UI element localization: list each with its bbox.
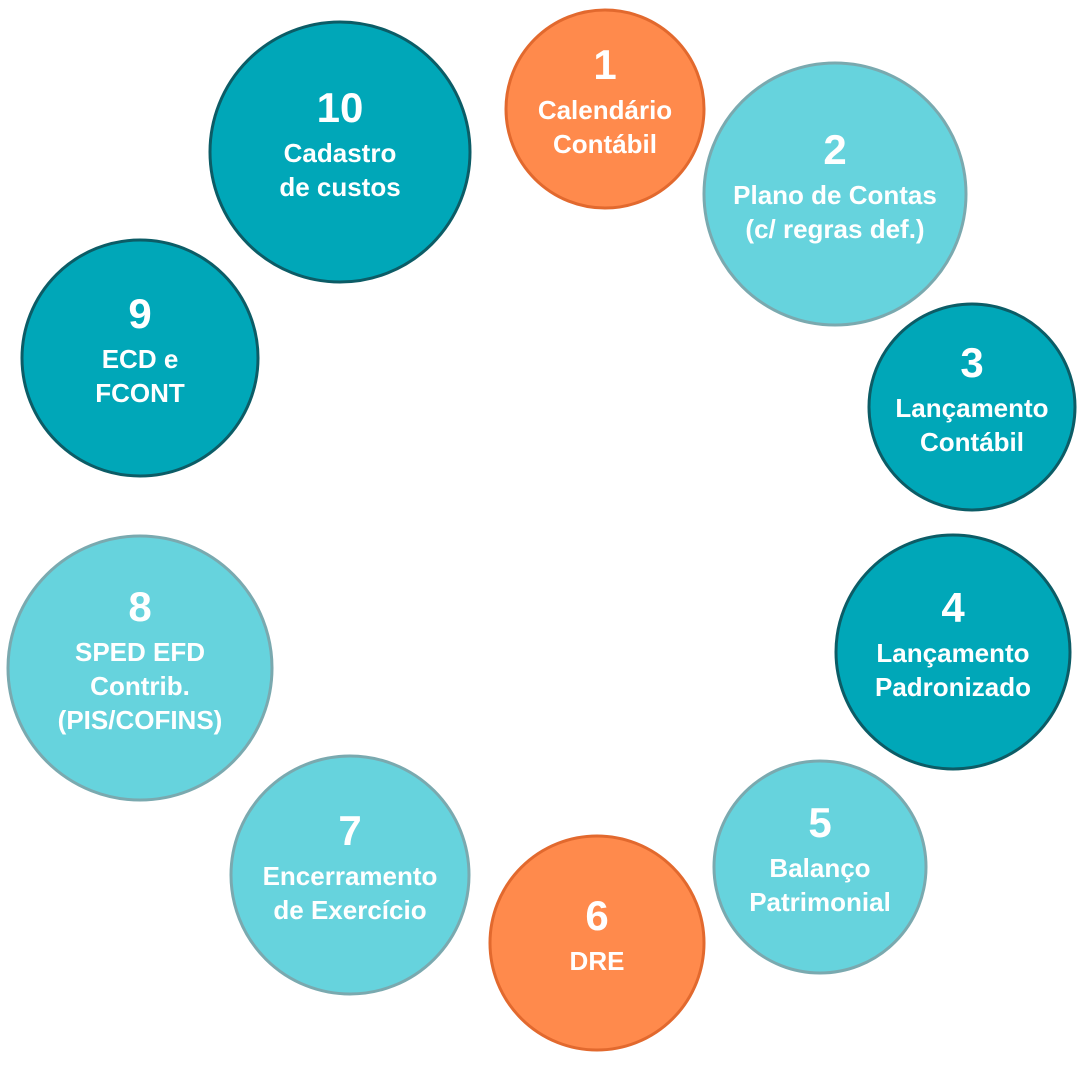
step-number: 4 <box>941 584 965 631</box>
step-label-line: Plano de Contas <box>733 180 937 210</box>
step-number: 1 <box>593 41 616 88</box>
step-number: 9 <box>128 290 151 337</box>
step-label-line: ECD e <box>102 344 179 374</box>
step-label-line: Patrimonial <box>749 887 891 917</box>
step-label-line: DRE <box>570 946 625 976</box>
step-circle <box>504 8 706 210</box>
step-label-line: Contrib. <box>90 671 190 701</box>
step-label-line: de custos <box>279 172 400 202</box>
step-label-line: Padronizado <box>875 672 1031 702</box>
step-label-line: (PIS/COFINS) <box>58 705 223 735</box>
step-label-line: FCONT <box>95 378 185 408</box>
step-label-line: Lançamento <box>876 638 1029 668</box>
step-circle <box>867 302 1077 512</box>
step-circle <box>702 61 968 327</box>
step-label-line: Contábil <box>920 427 1024 457</box>
step-circle <box>229 754 471 996</box>
step-number: 2 <box>823 126 846 173</box>
step-number: 7 <box>338 807 361 854</box>
step-circle <box>488 834 706 1052</box>
step-circle <box>6 534 274 802</box>
step-circle <box>20 238 260 478</box>
step-number: 3 <box>960 339 983 386</box>
step-label-line: Cadastro <box>284 138 397 168</box>
step-number: 5 <box>808 799 831 846</box>
step-label-line: Calendário <box>538 95 672 125</box>
step-label-line: Encerramento <box>263 861 438 891</box>
step-number: 6 <box>585 892 608 939</box>
step-label-line: SPED EFD <box>75 637 205 667</box>
step-number: 8 <box>128 583 151 630</box>
step-number: 10 <box>317 84 364 131</box>
step-circle <box>712 759 928 975</box>
step-label-line: Contábil <box>553 129 657 159</box>
step-label-line: Lançamento <box>895 393 1048 423</box>
step-label-line: Balanço <box>769 853 870 883</box>
step-circle <box>834 533 1072 771</box>
step-label-line: (c/ regras def.) <box>745 214 924 244</box>
step-circle <box>208 20 472 284</box>
step-label-line: de Exercício <box>273 895 426 925</box>
